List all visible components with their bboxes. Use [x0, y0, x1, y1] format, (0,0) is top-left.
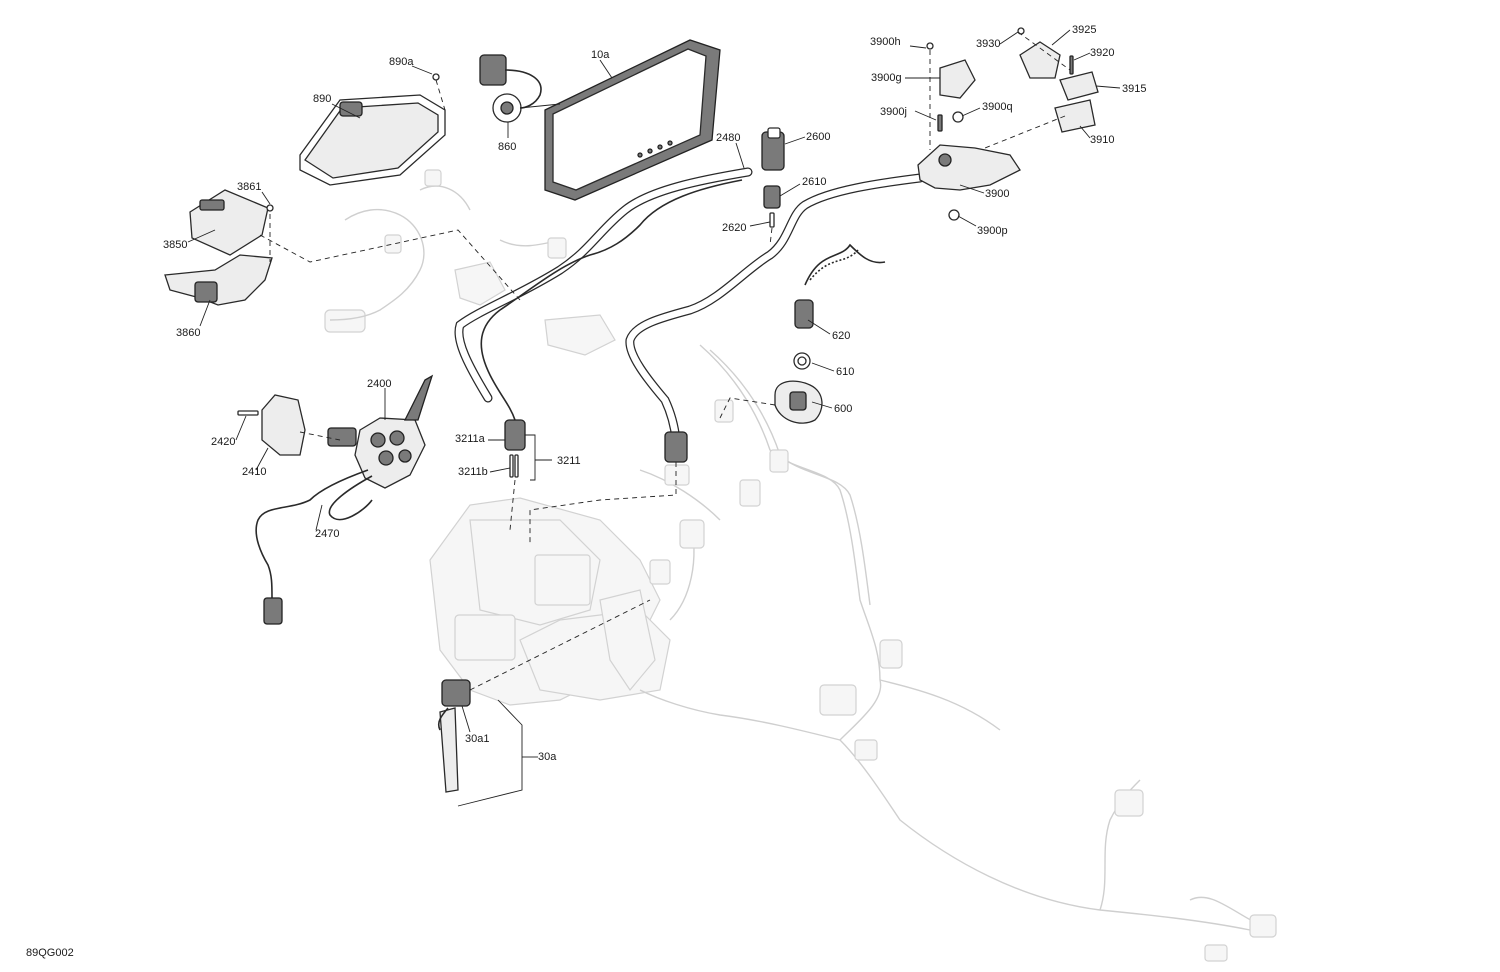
callout-3900p: 3900p [977, 225, 1008, 237]
callout-3900h: 3900h [870, 36, 901, 48]
part-2600-2620-group [761, 127, 785, 228]
callout-2470: 2470 [315, 528, 339, 540]
part-30a-cap [437, 679, 471, 793]
callout-3900g: 3900g [871, 72, 902, 84]
part-2480-tube [454, 167, 753, 421]
callout-3211b: 3211b [458, 466, 488, 478]
part-3850-module [189, 189, 274, 256]
callout-2410: 2410 [242, 466, 266, 478]
callout-30a: 30a [538, 751, 557, 763]
callout-10a: 10a [591, 49, 610, 61]
background-frame-and-harness [324, 169, 1277, 962]
callout-2480: 2480 [716, 132, 740, 144]
part-10a-display [544, 39, 721, 201]
callout-3910: 3910 [1090, 134, 1114, 146]
part-3211-connectors [504, 419, 688, 478]
part-3900-switch-assembly [625, 27, 1099, 445]
callout-860: 860 [498, 141, 516, 153]
callout-3860: 3860 [176, 327, 200, 339]
callout-3211: 3211 [557, 455, 581, 467]
callout-3930: 3930 [976, 38, 1000, 50]
callout-3900j: 3900j [880, 106, 907, 118]
callout-2610: 2610 [802, 176, 826, 188]
callout-2400: 2400 [367, 378, 391, 390]
part-3860-bracket [164, 254, 273, 306]
part-860-plug [479, 54, 542, 123]
callout-600: 600 [834, 403, 852, 415]
callout-labels: 890a 890 860 10a 3861 3850 3860 2480 260… [163, 24, 1146, 763]
callout-3850: 3850 [163, 239, 187, 251]
callout-30a1: 30a1 [465, 733, 489, 745]
callout-890a: 890a [389, 56, 414, 68]
part-2400-switch-pack [237, 374, 434, 625]
callout-3915: 3915 [1122, 83, 1146, 95]
diagram-code: 89QG002 [26, 947, 74, 959]
callout-2620: 2620 [722, 222, 746, 234]
callout-890: 890 [313, 93, 331, 105]
callout-3900: 3900 [985, 188, 1009, 200]
callout-2420: 2420 [211, 436, 235, 448]
callout-3925: 3925 [1072, 24, 1096, 36]
callout-3920: 3920 [1090, 47, 1114, 59]
callout-3861: 3861 [237, 181, 261, 193]
callout-3211a: 3211a [455, 433, 486, 445]
callout-2600: 2600 [806, 131, 830, 143]
leader-lines [187, 29, 1121, 807]
callout-3900q: 3900q [982, 101, 1013, 113]
part-890-housing [299, 73, 446, 186]
part-600-key-assembly [774, 243, 886, 424]
callout-620: 620 [832, 330, 850, 342]
callout-610: 610 [836, 366, 854, 378]
